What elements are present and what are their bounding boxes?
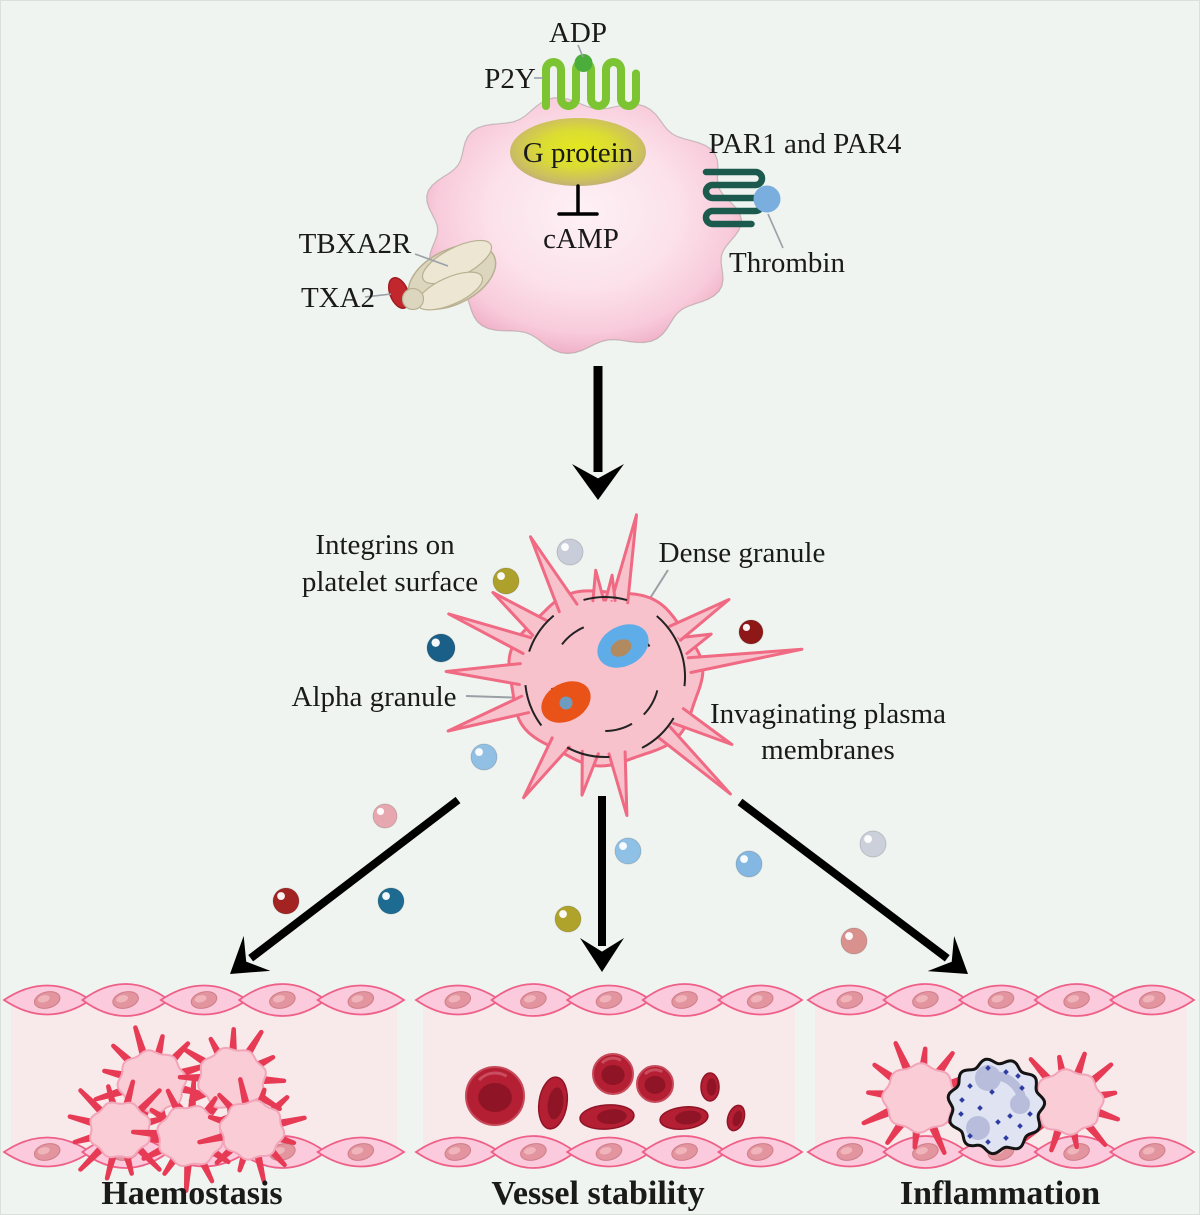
endothelial-cell-icon [641, 1135, 728, 1169]
pseudopod-spike [656, 725, 732, 796]
molecule-icon [735, 850, 763, 878]
secreted-molecules [272, 538, 887, 955]
endothelial-cell-icon [315, 984, 406, 1016]
label-g-protein: G protein [523, 137, 634, 169]
endothelial-cell-icon [957, 984, 1045, 1016]
activated-platelet [444, 513, 804, 817]
leukocyte-icon [946, 1057, 1047, 1156]
label-inflammation: Inflammation [900, 1175, 1100, 1212]
outcome-arrow-inflammation [737, 798, 968, 974]
pseudopod-spike [591, 568, 606, 603]
red-blood-cell-icon [579, 1104, 635, 1130]
label-txa2: TXA2 [301, 282, 375, 314]
red-blood-cell-icon [659, 1106, 709, 1130]
molecule-icon [272, 887, 300, 915]
pseudopod-spike [607, 750, 629, 817]
endothelial-cell-icon [414, 984, 502, 1016]
pseudopod-spike [580, 749, 600, 797]
pseudopod-spike [604, 573, 617, 602]
molecule-icon [554, 905, 582, 933]
endothelial-cell-icon [806, 984, 894, 1016]
label-dense-granule: Dense granule [659, 537, 826, 569]
endothelial-cell-icon [641, 983, 728, 1017]
endothelial-cell-icon [716, 984, 804, 1016]
pseudopod-spike [610, 513, 638, 605]
vessel-panel-stability [414, 983, 804, 1169]
endothelial-cell-icon [882, 1135, 969, 1169]
red-blood-cell-icon [537, 1076, 569, 1130]
label-vessel-stability: Vessel stability [491, 1175, 704, 1212]
adp-ligand-icon [574, 54, 593, 72]
endothelial-cell-icon [80, 983, 171, 1017]
red-blood-cell-icon [636, 1065, 674, 1103]
molecule-icon [738, 619, 764, 645]
endothelial-cell-icon [490, 1135, 577, 1169]
resting-platelet [426, 97, 743, 355]
endothelial-cell-icon [1108, 984, 1196, 1016]
molecule-icon [426, 633, 456, 663]
red-blood-cell-icon [465, 1066, 525, 1126]
pseudopod-spike [686, 647, 804, 674]
molecule-icon [556, 538, 584, 566]
activation-arrow [572, 366, 624, 500]
endothelial-cell-icon [315, 1136, 406, 1168]
label-invaginating-2: membranes [761, 734, 895, 766]
label-adp: ADP [549, 17, 607, 49]
pseudopod-spike [446, 694, 531, 733]
red-blood-cell-icon [700, 1072, 720, 1102]
pseudopod-spike [672, 707, 734, 746]
pseudopod-spike [522, 736, 571, 800]
label-invaginating-1: Invaginating plasma [710, 698, 946, 730]
label-camp: cAMP [543, 223, 619, 255]
red-blood-cell-icon [592, 1053, 634, 1095]
pseudopod-spike [677, 632, 713, 655]
tbxa2r-receptor-icon [387, 239, 497, 311]
molecule-icon [377, 887, 405, 915]
label-p2y: P2Y [484, 63, 536, 95]
molecule-icon [470, 743, 498, 771]
vessel-panel-inflammation [806, 983, 1196, 1169]
dense-granule-icon [597, 624, 649, 668]
pseudopod-spike [529, 535, 579, 614]
g-protein-icon [510, 118, 646, 186]
molecule-icon [372, 803, 398, 829]
endothelial-cell-icon [565, 984, 653, 1016]
molecule-icon [492, 567, 520, 595]
par-receptor-icon [702, 168, 766, 228]
label-haemostasis: Haemostasis [101, 1175, 282, 1212]
label-thrombin: Thrombin [729, 247, 845, 279]
red-blood-cell-icon [726, 1104, 746, 1132]
endothelial-cell-icon [1033, 983, 1120, 1017]
pseudopod-spike [668, 598, 731, 642]
outcome-arrow-haemostasis [230, 796, 461, 974]
label-integrins-2: platelet surface [302, 566, 478, 598]
vessel-panel-haemostasis [2, 983, 406, 1193]
platelet-icon [197, 1077, 307, 1183]
invaginating-membrane-ring [524, 596, 686, 758]
label-par: PAR1 and PAR4 [709, 128, 902, 160]
endothelial-cell-icon [806, 1136, 894, 1168]
pseudopod-spike [491, 591, 548, 637]
pseudopod-spike [444, 662, 522, 686]
outcome-arrow-stability [580, 796, 624, 972]
molecule-icon [614, 837, 642, 865]
thrombin-ligand-icon [753, 185, 781, 213]
molecule-icon [859, 830, 887, 858]
figure-labels: ADP P2Y G protein cAMP PAR1 and PAR4 Thr… [101, 17, 1100, 1212]
endothelial-cell-icon [882, 983, 969, 1017]
endothelial-cell-icon [2, 984, 93, 1016]
platelet-icon [67, 1079, 173, 1181]
endothelial-cell-icon [1108, 1136, 1196, 1168]
label-alpha-granule: Alpha granule [291, 681, 456, 713]
molecule-icon [840, 927, 868, 955]
p2y-receptor-icon [542, 58, 640, 110]
pseudopod-spike [447, 612, 533, 655]
inhibition-symbol-icon [557, 184, 599, 216]
alpha-granule-icon [541, 681, 591, 723]
label-integrins-1: Integrins on [315, 529, 455, 561]
endothelial-cell-icon [237, 983, 328, 1017]
label-tbxa2r: TBXA2R [299, 228, 412, 260]
endothelial-cell-icon [716, 1136, 804, 1168]
